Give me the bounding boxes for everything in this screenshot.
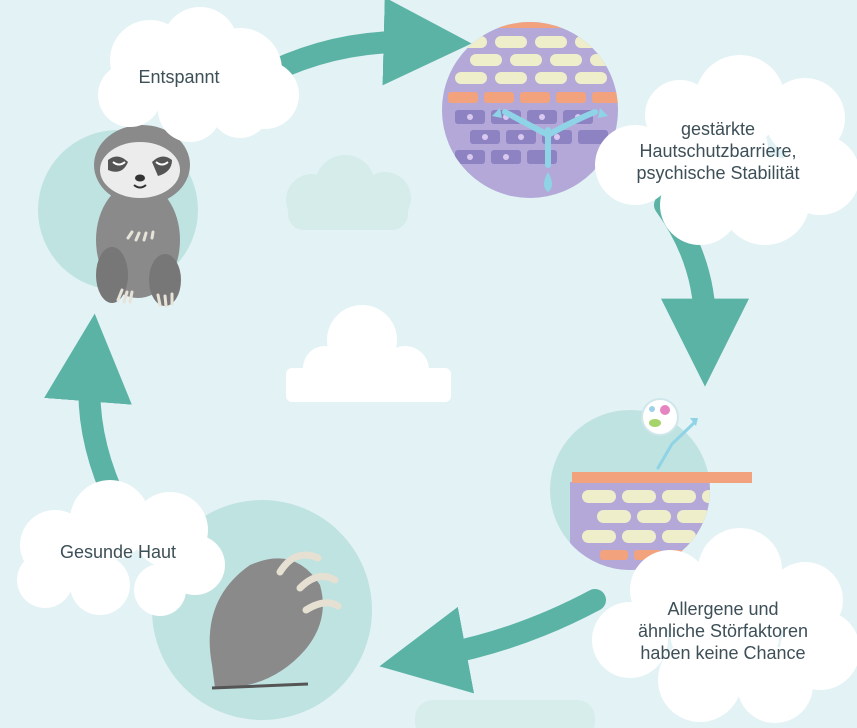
label-barrier: gestärkte Hautschutzbarriere, psychische… — [598, 118, 838, 184]
sloth-icon — [94, 125, 190, 306]
small-cloud-decoration — [286, 305, 451, 402]
label-allergens: Allergene und ähnliche Störfaktoren habe… — [598, 598, 848, 664]
label-entspannt: Entspannt — [124, 66, 234, 88]
label-gesunde-haut: Gesunde Haut — [38, 541, 198, 563]
arrow-allergens-to-healthy — [440, 600, 595, 655]
skin-barrier-icon — [440, 18, 622, 200]
